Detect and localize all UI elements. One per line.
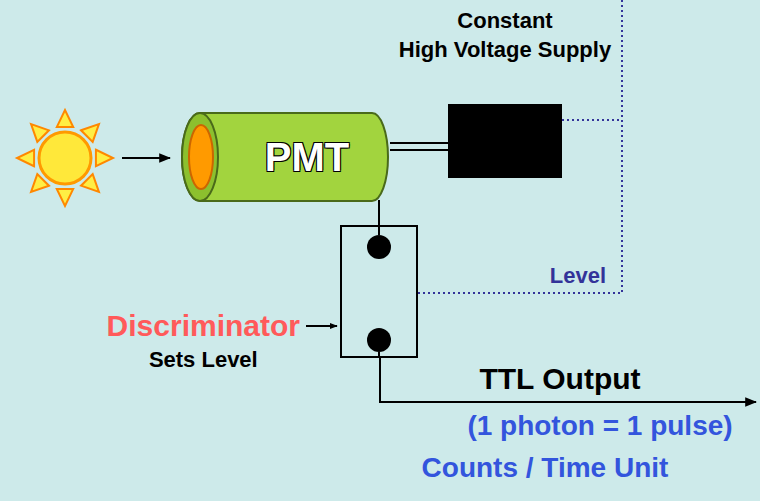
signal-wire <box>378 200 380 225</box>
output-unit: Counts / Time Unit <box>422 452 669 484</box>
light-arrow <box>122 157 170 159</box>
connector <box>379 200 380 225</box>
edge-label: Level <box>548 263 608 289</box>
supply-box <box>448 104 562 178</box>
output-terminal <box>367 328 391 352</box>
wrap-spacer <box>558 6 618 35</box>
connector <box>390 143 448 150</box>
sun-ray <box>96 150 113 166</box>
node-heading: Constant High Voltage Supply <box>399 8 611 62</box>
wrap-spacer <box>392 6 452 35</box>
discriminator-box <box>340 225 418 358</box>
hv-cable <box>390 142 448 144</box>
component-name: Discriminator <box>107 309 300 343</box>
power-supply: Constant High Voltage Supply <box>392 6 618 178</box>
sun-ray <box>57 110 73 127</box>
sun-ray <box>57 189 73 206</box>
discriminator: DiscriminatorSets Level <box>0 225 420 385</box>
discriminator-terminals <box>342 227 416 356</box>
ttl-output-wire <box>380 358 756 402</box>
sun-core <box>39 132 91 184</box>
terminal-stem <box>378 352 380 356</box>
level-lead <box>621 0 623 120</box>
node-heading-block: Constant High Voltage Supply <box>392 6 618 64</box>
photocathode <box>189 125 213 189</box>
output-label: TTL Output <box>479 362 640 396</box>
hv-cable <box>390 149 448 151</box>
pmt-tube: PMT <box>180 112 390 202</box>
input-terminal <box>367 235 391 259</box>
light-source-sun <box>17 110 113 206</box>
pmt-window-rim <box>182 113 218 201</box>
node-label: PMT <box>224 112 390 202</box>
callout-arrow <box>306 325 337 327</box>
sun-ray <box>17 150 34 166</box>
component-note: Sets Level <box>149 347 258 373</box>
output-note: (1 photon = 1 pulse) <box>467 410 732 442</box>
terminal-stem <box>378 227 380 235</box>
